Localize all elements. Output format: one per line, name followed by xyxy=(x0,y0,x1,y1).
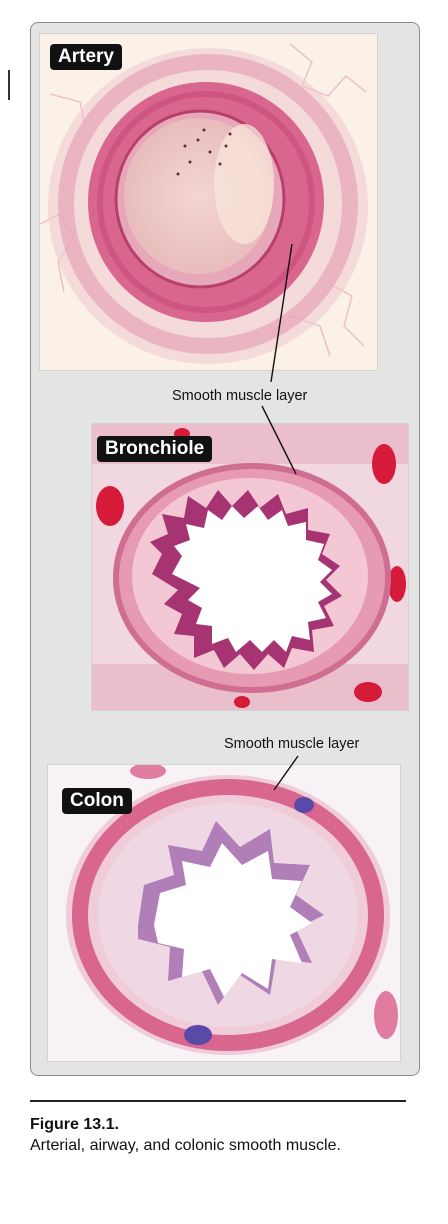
figure-caption-title: Figure 13.1. xyxy=(30,1116,119,1133)
colon-label: Colon xyxy=(62,788,132,814)
caption-rule xyxy=(30,1100,406,1102)
bronchiole-label: Bronchiole xyxy=(97,436,213,462)
figure-caption-body: Arterial, airway, and colonic smooth mus… xyxy=(30,1137,341,1154)
artery-micrograph xyxy=(40,34,377,370)
artery-smooth-muscle-callout: Smooth muscle layer xyxy=(172,388,308,404)
artery-label: Artery xyxy=(50,44,122,70)
colon-micrograph xyxy=(48,765,400,1061)
colon-smooth-muscle-callout: Smooth muscle layer xyxy=(224,736,360,752)
page-edge-mark xyxy=(8,70,10,100)
bronchiole-micrograph xyxy=(92,424,408,710)
